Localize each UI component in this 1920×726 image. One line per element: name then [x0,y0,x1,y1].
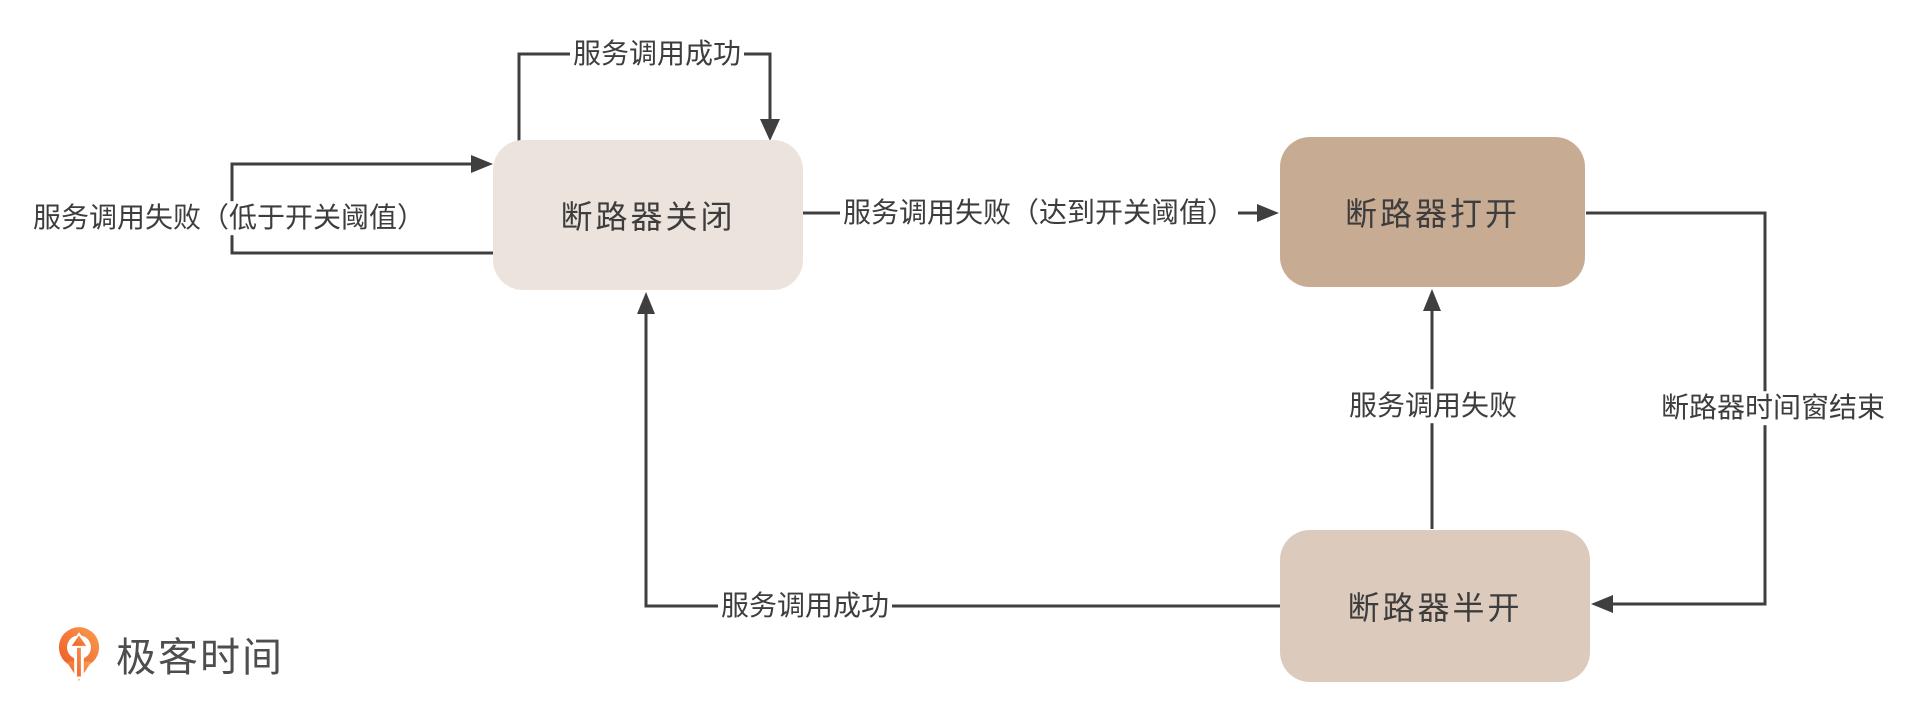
arrowhead-left-icon [1591,595,1613,613]
edge-label-half-open-to-closed: 服务调用成功 [717,589,893,623]
geektime-pin-icon [58,627,100,681]
edge-label-closed-to-open: 服务调用失败（达到开关阈值） [840,196,1239,230]
edge-label-half-open-to-open: 服务调用失败 [1345,389,1521,423]
edge-label-closed-self-fail-below: 服务调用失败（低于开关阈值） [30,201,429,235]
geektime-logo: 极客时间 [56,624,284,684]
arrowhead-right-icon [1257,204,1279,222]
geektime-logo-text: 极客时间 [116,636,284,680]
arrowhead-right-icon [471,155,493,173]
state-node-circuit-breaker-half-open: 断路器半开 [1280,530,1590,682]
arrowhead-down-icon [760,119,780,141]
edge-label-open-to-half-open: 断路器时间窗结束 [1657,391,1889,425]
state-node-circuit-breaker-closed: 断路器关闭 [493,140,803,290]
state-node-circuit-breaker-open: 断路器打开 [1280,137,1585,287]
arrowhead-up-icon [1423,289,1441,311]
edge-half-open-to-closed-line [644,314,1281,608]
edge-label-closed-self-success: 服务调用成功 [569,37,745,71]
arrowhead-up-icon [637,292,655,314]
